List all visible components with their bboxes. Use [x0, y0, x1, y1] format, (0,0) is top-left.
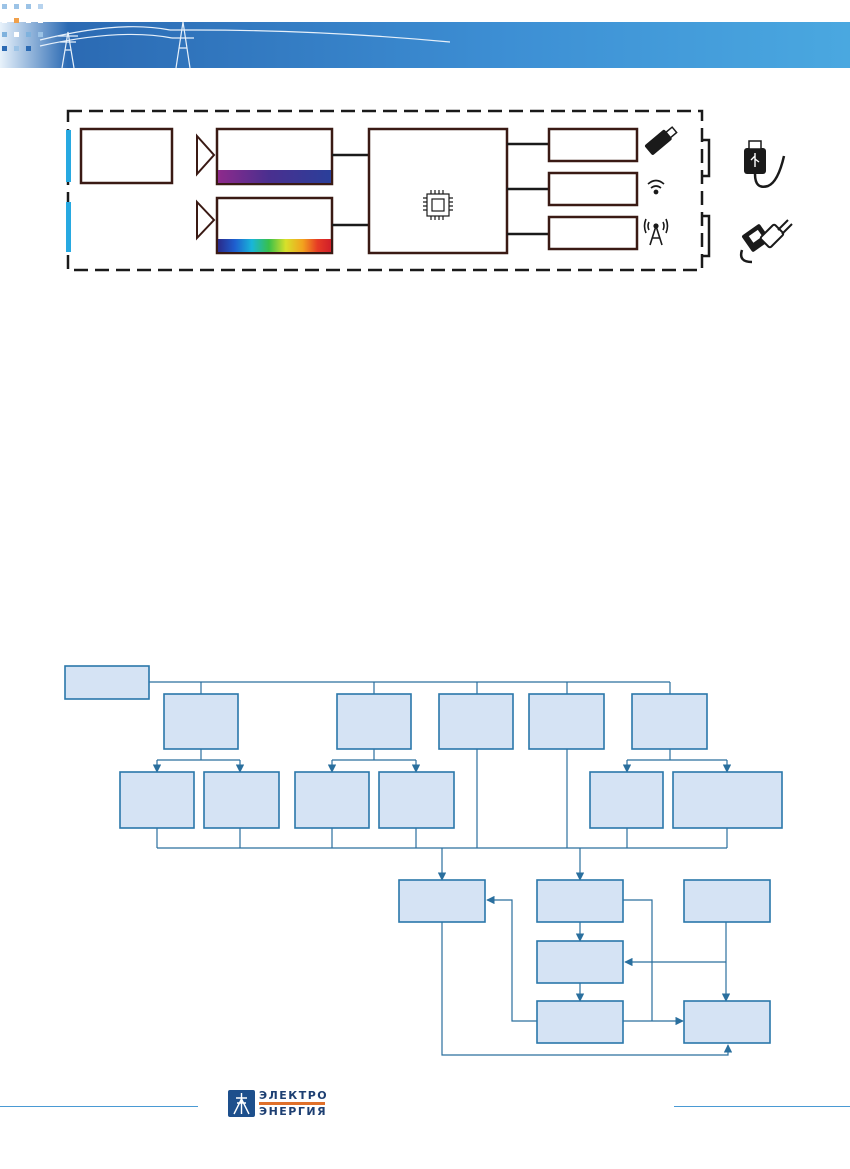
- display-block: [79, 127, 174, 185]
- flow-box-output: [683, 1000, 771, 1044]
- processor-block: [367, 127, 509, 255]
- flowchart: [64, 665, 783, 1056]
- usb-module-block: [547, 127, 639, 163]
- ethernet-cable-icon: [739, 219, 793, 264]
- logo-text-line2: ЭНЕРГИЯ: [259, 1105, 328, 1118]
- optic-input-bottom: [196, 199, 216, 241]
- logo-emblem-icon: [228, 1090, 255, 1117]
- flow-box-group-5: [631, 693, 708, 750]
- visible-spectrum-bar: [218, 239, 331, 252]
- optic-input-top: [196, 133, 216, 177]
- usb-stick-icon: [645, 126, 678, 155]
- flow-box-sub-2b: [378, 771, 455, 829]
- uv-spectrum-bar: [218, 170, 331, 183]
- flow-box-sub-5b: [672, 771, 783, 829]
- usb-cable-icon: [744, 140, 786, 188]
- microchip-icon: [423, 190, 453, 220]
- flow-box-group-1: [163, 693, 239, 750]
- header-band: [0, 4, 850, 69]
- flow-box-group-3: [438, 693, 514, 750]
- power-line-towers: [39, 21, 451, 69]
- usb-port-connector: [702, 138, 711, 178]
- flow-box-external: [683, 879, 771, 923]
- logo-text-line1: ЭЛЕКТРО: [259, 1089, 329, 1102]
- flow-box-sub-1b: [203, 771, 280, 829]
- footer-rule-left: [0, 1106, 198, 1107]
- wifi-module-block: [547, 171, 639, 207]
- side-indicator-bottom: [66, 202, 71, 252]
- footer-rule-right: [674, 1106, 850, 1107]
- side-indicator-top: [66, 130, 71, 182]
- radio-module-block: [547, 215, 639, 251]
- device-enclosure: [66, 109, 704, 272]
- flow-box-middle: [536, 940, 624, 984]
- flow-box-collector-left: [398, 879, 486, 923]
- flow-box-sub-1a: [119, 771, 195, 829]
- ethernet-port-connector: [702, 214, 711, 258]
- header-dot-pattern: [2, 4, 43, 51]
- radio-tower-icon: [643, 218, 669, 246]
- flow-box-group-2: [336, 693, 412, 750]
- flow-box-collector-right: [536, 879, 624, 923]
- flow-box-root: [64, 665, 150, 700]
- device-block-diagram: [66, 109, 793, 272]
- wifi-icon: [647, 179, 665, 195]
- flow-box-sub-5a: [589, 771, 664, 829]
- company-logo: ЭЛЕКТРО ЭНЕРГИЯ: [226, 1088, 328, 1119]
- flow-box-group-4: [528, 693, 605, 750]
- logo-strip: [259, 1102, 325, 1105]
- flow-box-bottom: [536, 1000, 624, 1044]
- flow-box-sub-2a: [294, 771, 370, 829]
